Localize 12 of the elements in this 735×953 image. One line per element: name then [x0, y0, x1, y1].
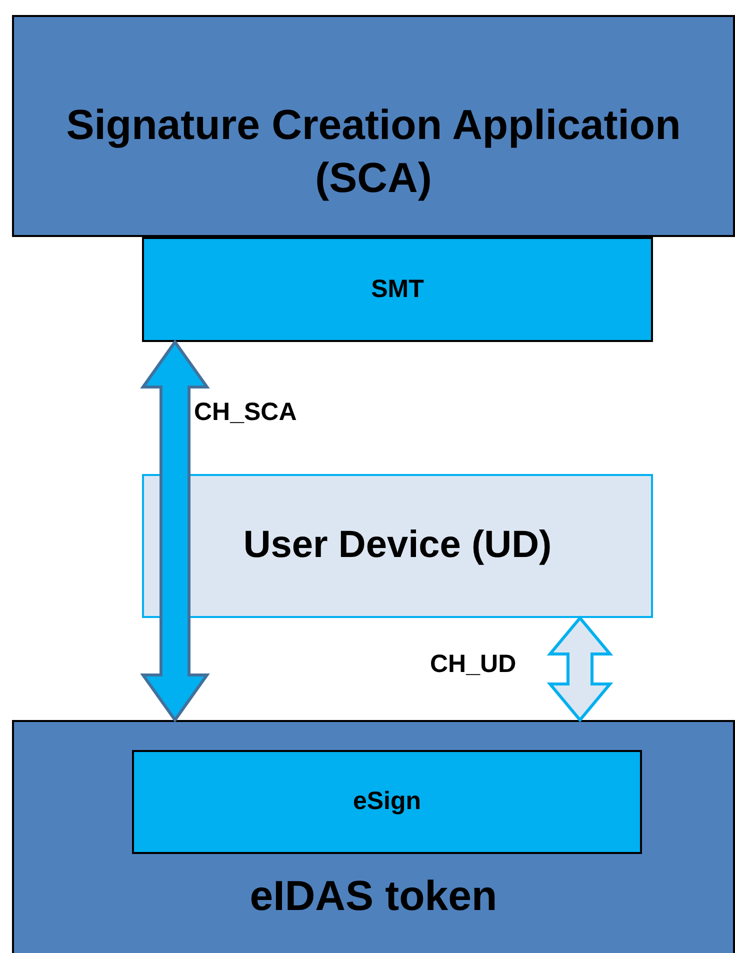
node-label: eIDAS token: [250, 870, 498, 920]
module-box: [142, 237, 653, 342]
node-label: User Device (UD): [243, 523, 552, 568]
double-arrow: [140, 339, 210, 723]
token-box: [12, 720, 735, 953]
module-box: [132, 750, 642, 854]
application-box: [12, 15, 735, 237]
double-arrow: [546, 616, 614, 722]
node-label: SMT: [371, 274, 424, 305]
node-label: Signature Creation Application (SCA): [65, 100, 682, 203]
device-box: [142, 474, 653, 618]
node-label: eSign: [352, 786, 422, 818]
